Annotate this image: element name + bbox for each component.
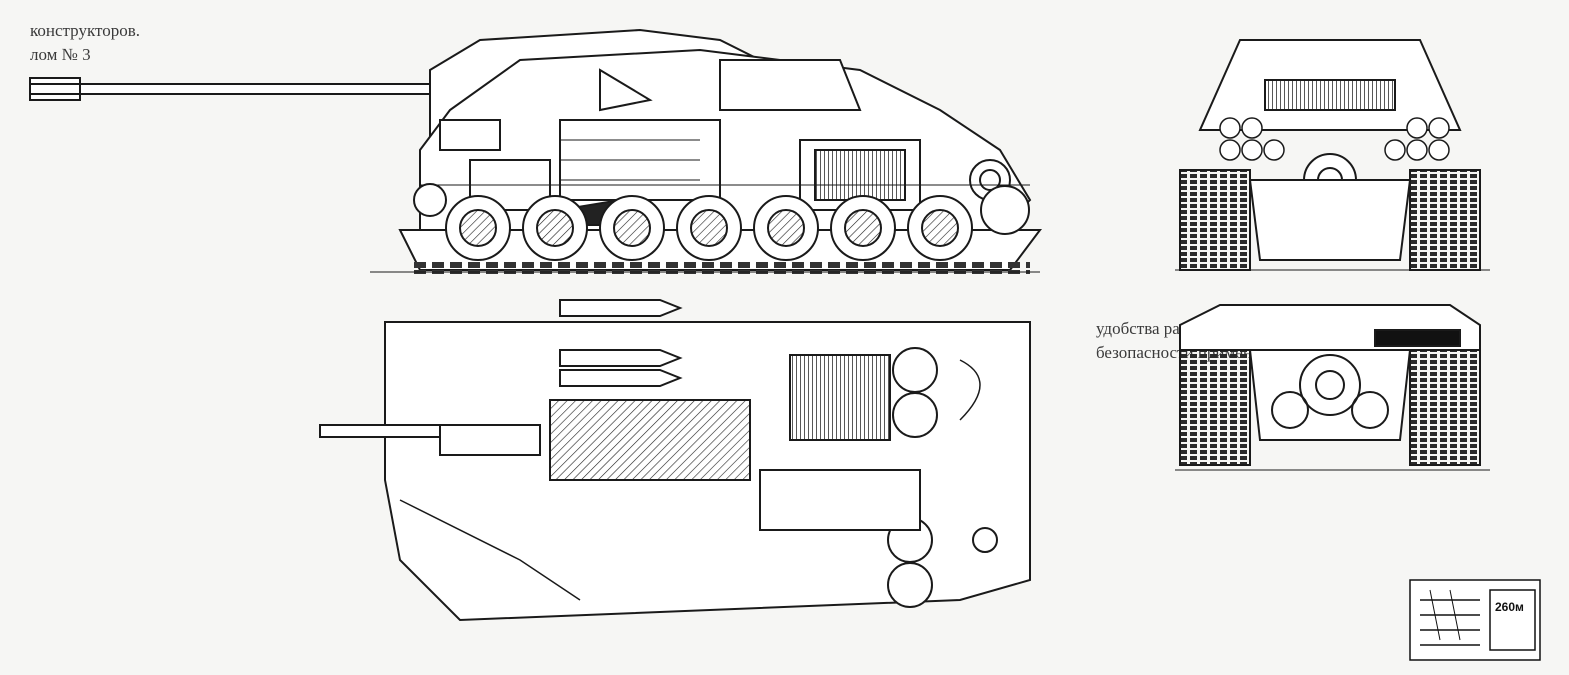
title-stamp-label: 260м bbox=[1495, 600, 1524, 614]
road-wheels bbox=[445, 195, 973, 261]
gun-barrel bbox=[79, 83, 431, 95]
muzzle-brake bbox=[29, 77, 81, 101]
title-block bbox=[1409, 579, 1541, 661]
side-view bbox=[29, 28, 1042, 274]
front-view bbox=[1175, 39, 1490, 271]
rear-view bbox=[1175, 304, 1490, 471]
top-view bbox=[319, 299, 1031, 622]
